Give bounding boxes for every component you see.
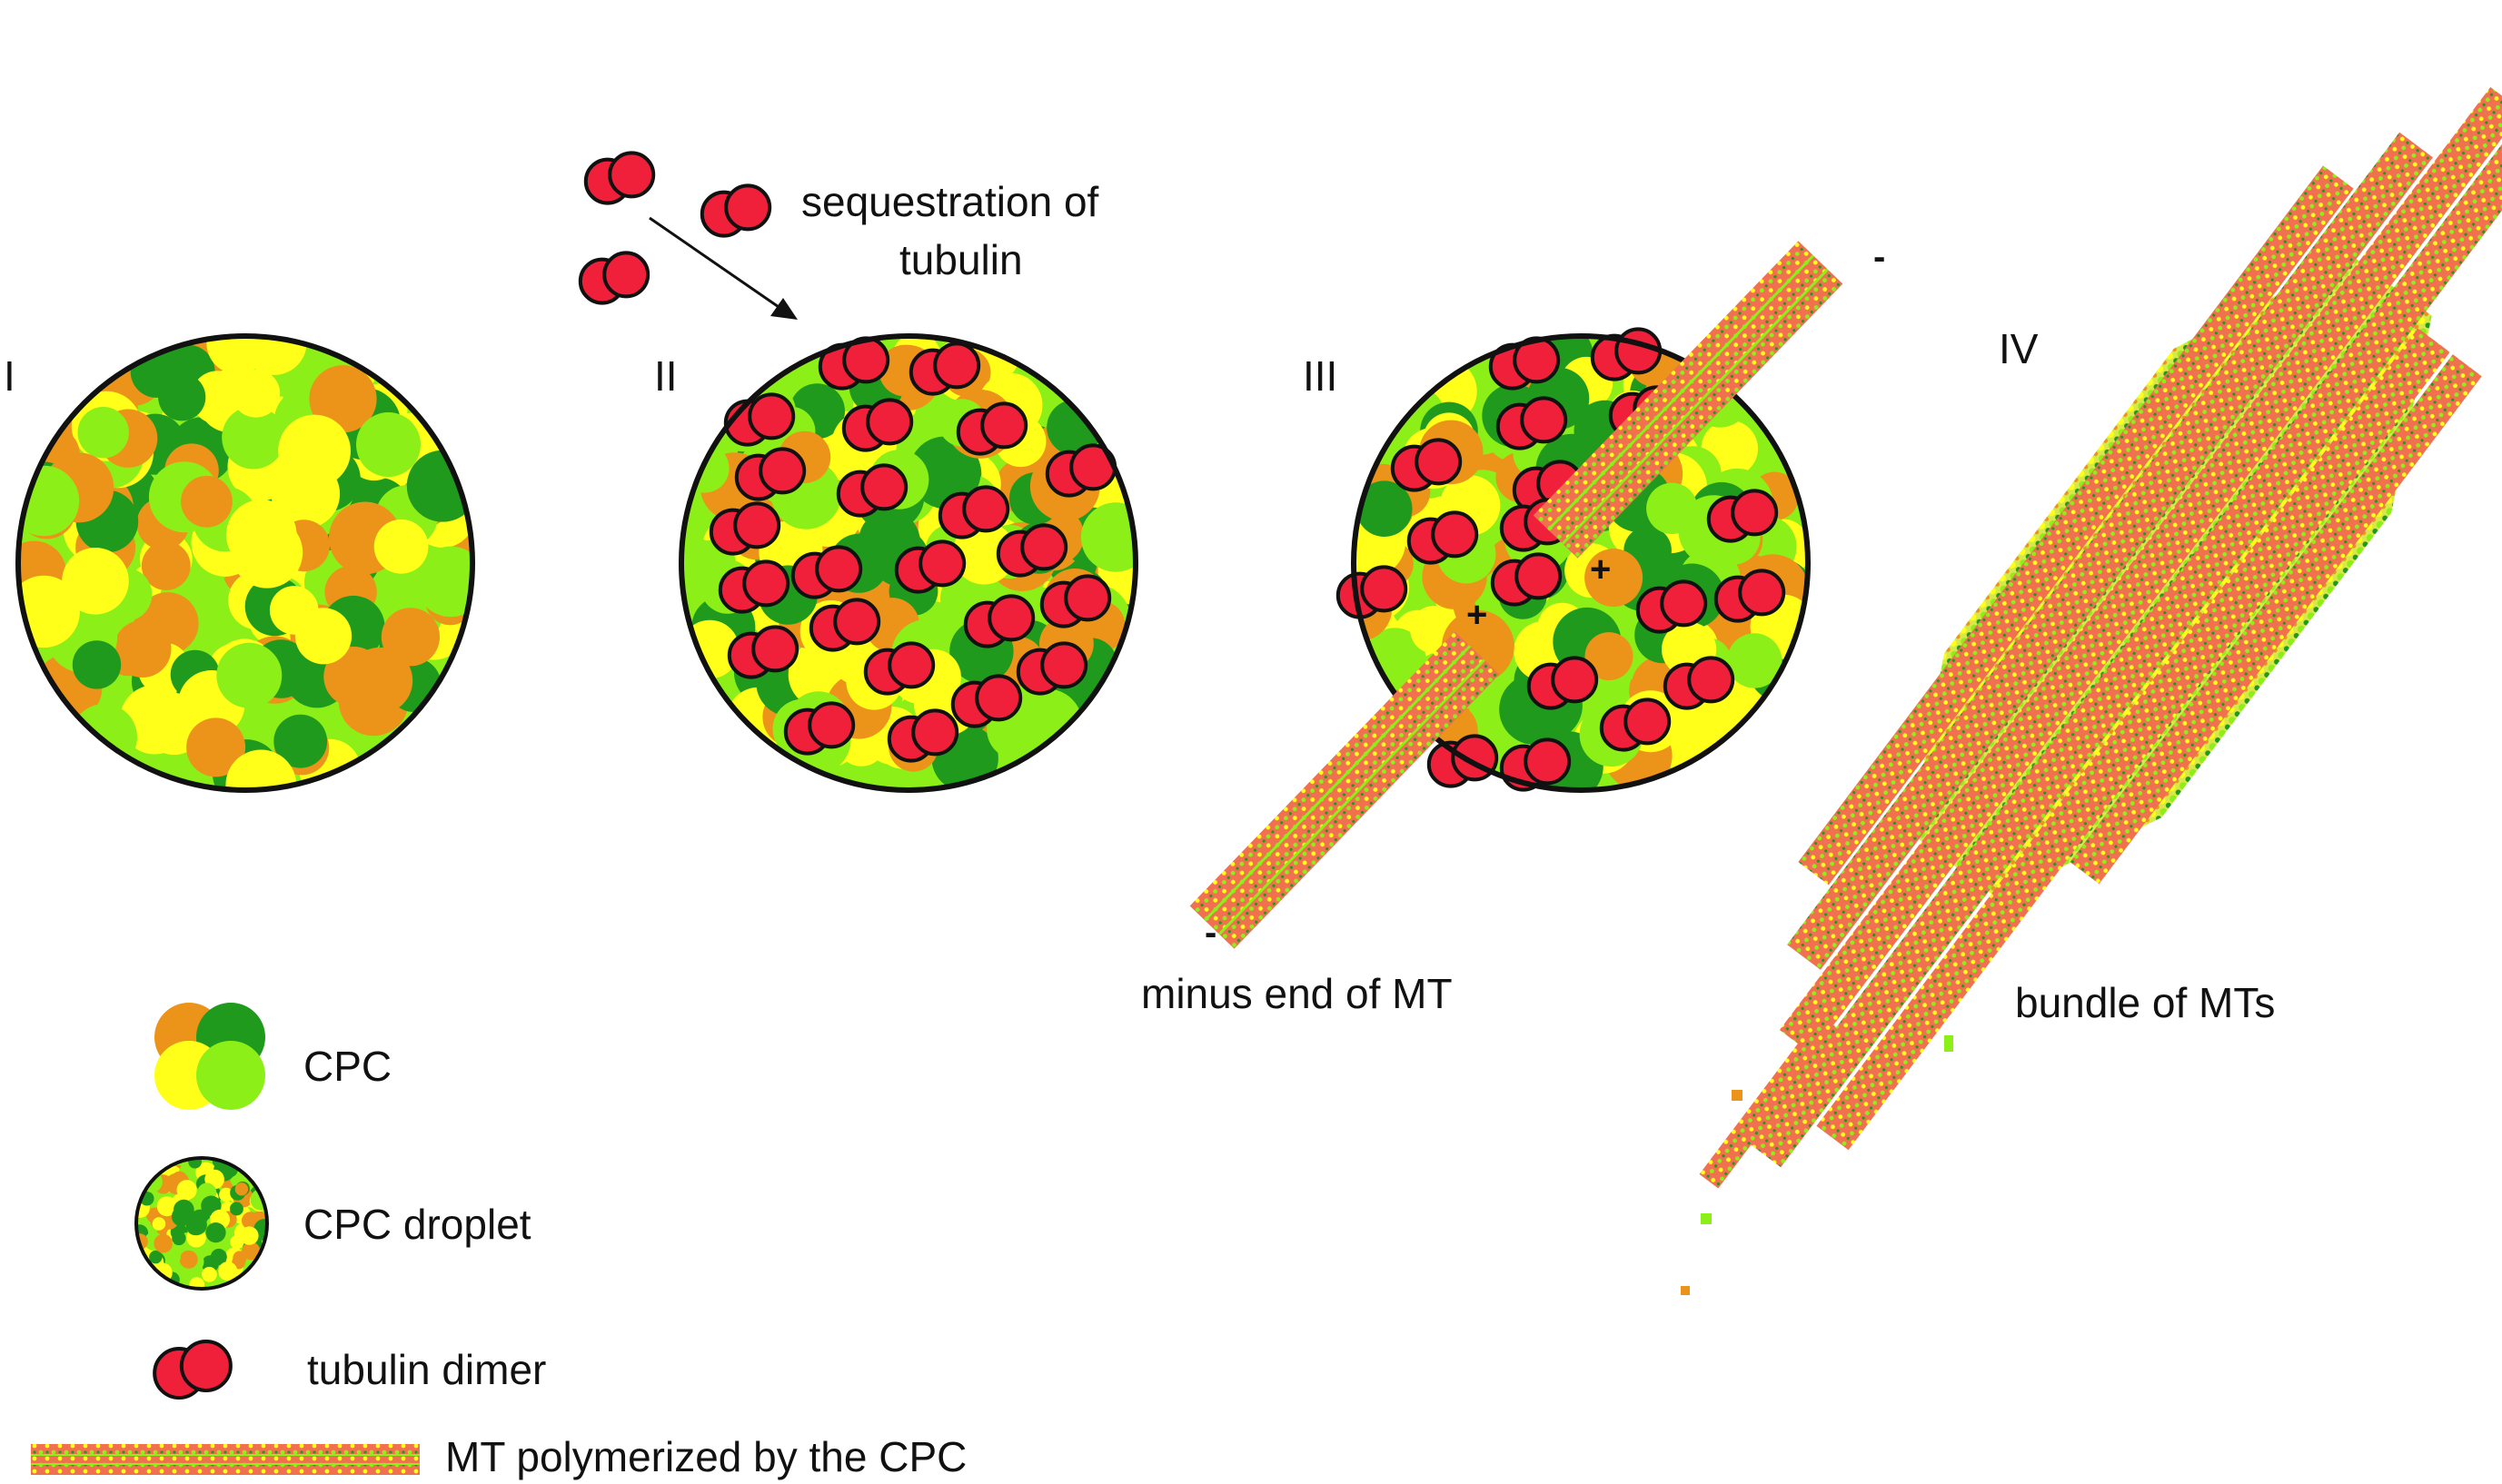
stage-label-3: III (1303, 352, 1337, 400)
tubulin-dimer (996, 523, 1068, 578)
tubulin-dimer (1599, 697, 1672, 752)
tubulin-dimer (938, 485, 1010, 539)
tubulin-dimer (1039, 574, 1112, 628)
free-tubulin-dimers (578, 151, 772, 305)
tubulin-dimer (1635, 579, 1708, 634)
tubulin-dimer (153, 1339, 233, 1400)
minus-sign-top: - (1873, 237, 1885, 277)
tubulin-dimer (1016, 641, 1088, 696)
microtubule-upper (1533, 241, 1843, 559)
tubulin-dimer (836, 463, 908, 518)
tubulin-dimer (709, 501, 781, 556)
droplet-1 (15, 333, 475, 793)
droplet-1-cpc-fill (18, 336, 472, 790)
tubulin-dimer (700, 183, 772, 238)
tubulin-dimer (1706, 489, 1779, 543)
droplet-2 (679, 333, 1138, 793)
tubulin-dimer (887, 708, 959, 763)
bundle-debris-2 (1732, 1090, 1742, 1101)
droplet-2-tubulin-dimers (709, 336, 1117, 763)
tubulin-dimer (1335, 565, 1408, 619)
legend-cpc-label: CPC (303, 1043, 392, 1090)
droplet-3 (1189, 241, 1843, 949)
tubulin-dimer (1663, 656, 1735, 710)
legend: CPC CPC droplet tubulin dimer MT polymer… (31, 1003, 967, 1480)
tubulin-dimer (718, 559, 790, 614)
stage-label-1: I (4, 352, 15, 400)
tubulin-dimer (1390, 438, 1463, 492)
tubulin-dimer (578, 251, 650, 305)
legend-mt-label: MT polymerized by the CPC (445, 1433, 967, 1480)
tubulin-dimer (1488, 336, 1561, 391)
bundle-mt-7 (1699, 1014, 1839, 1189)
minus-sign-bottom: - (1205, 913, 1216, 953)
bundle-debris-3 (1701, 1213, 1712, 1224)
bundle-mt-2 (1779, 86, 2502, 1054)
stage-label-4: IV (1999, 325, 2039, 372)
microtubule-lower (1189, 631, 1500, 949)
tubulin-dimer (1406, 510, 1479, 565)
tubulin-dimer (727, 625, 799, 679)
bundle-label: bundle of MTs (2015, 979, 2275, 1026)
tubulin-dimer (956, 401, 1028, 456)
tubulin-dimer (1526, 656, 1599, 710)
legend-tubulin-dimer-icon (153, 1339, 233, 1400)
droplet-2-outline (679, 333, 1138, 793)
droplet-3-outline (1351, 333, 1811, 793)
minus-end-label: minus end of MT (1141, 970, 1453, 1017)
sequestration-label-line1: sequestration of (801, 178, 1099, 225)
stage-label-2: II (654, 352, 678, 400)
tubulin-dimer (1495, 396, 1568, 450)
bundle-mt-3 (1749, 84, 2502, 1168)
legend-mt-icon (31, 1444, 420, 1475)
tubulin-dimer (950, 674, 1023, 728)
tubulin-dimer (908, 341, 981, 396)
tubulin-dimer (1490, 552, 1563, 607)
bundle-mt-1 (1787, 132, 2433, 970)
legend-cpc-icon (154, 1003, 265, 1110)
bundle-mt-5 (1798, 165, 2354, 885)
plus-sign-lower: + (1466, 595, 1487, 635)
bundle-mt-6 (2070, 354, 2482, 885)
legend-tubulin-dimer-label: tubulin dimer (307, 1346, 546, 1393)
legend-cpc-droplet-label: CPC droplet (303, 1201, 531, 1248)
plus-sign-upper: + (1590, 549, 1611, 589)
legend-cpc-droplet-icon (134, 1156, 269, 1291)
sequestration-label-line2: tubulin (899, 236, 1023, 283)
bundle-debris-1 (1944, 1035, 1953, 1052)
tubulin-dimer (841, 398, 914, 452)
tubulin-dimer (863, 641, 936, 696)
tubulin-dimer (818, 336, 890, 391)
tubulin-dimer (583, 151, 656, 205)
tubulin-dimer (783, 701, 856, 756)
sequestration-arrow (649, 216, 798, 320)
tubulin-dimer (734, 447, 807, 501)
tubulin-dimer (894, 539, 967, 594)
bundle-mt-4 (1816, 328, 2450, 1151)
tubulin-dimer (963, 594, 1036, 648)
tubulin-dimer (790, 545, 863, 599)
bundle-debris-4 (1681, 1286, 1690, 1295)
tubulin-dimer (809, 598, 881, 652)
mt-bundle (1681, 84, 2502, 1295)
droplet-1-outline (15, 333, 475, 793)
tubulin-dimer (1713, 569, 1786, 623)
